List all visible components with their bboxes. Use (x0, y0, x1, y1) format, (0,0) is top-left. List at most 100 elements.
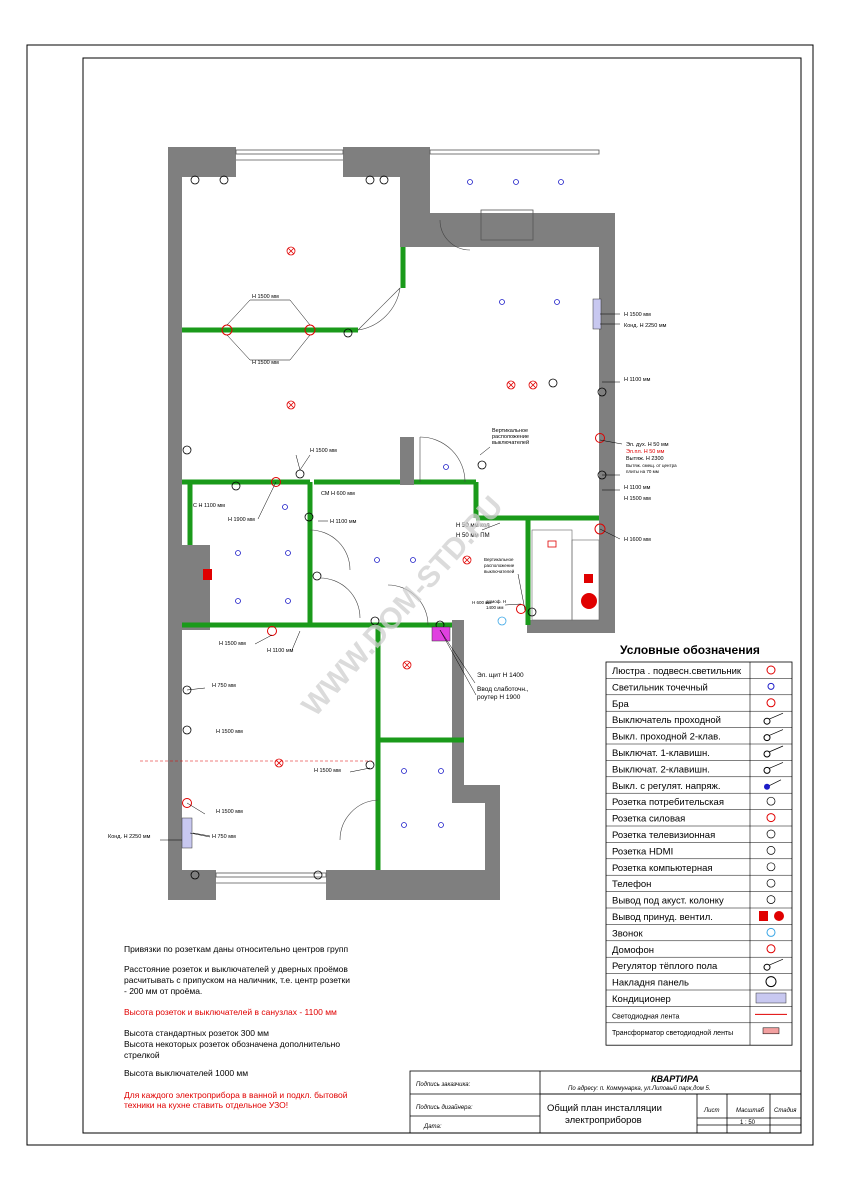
label-h1100-c: С Н 1100 мм (193, 503, 225, 509)
spotlight-icon (410, 557, 416, 563)
legend-symbol-icon (766, 862, 776, 872)
legend-symbol-icon (755, 992, 787, 1004)
legend-symbol-icon (763, 717, 771, 725)
spotlight-icon (401, 768, 407, 774)
stamp-designer: Подпись дизайнера: (416, 1104, 473, 1111)
legend-symbol-icon (766, 846, 776, 855)
spotlight-icon (438, 822, 444, 828)
windows (215, 149, 600, 884)
legend-frame (605, 661, 793, 1046)
outlet-icon (304, 512, 314, 522)
stamp-scale: Масштаб (736, 1108, 765, 1114)
legend-item-label: Кондиционер (612, 994, 671, 1005)
legend-item-label: Люстра . подвесн.светильник (612, 666, 742, 677)
label-h1900: Н 1900 мм (228, 517, 255, 523)
label-cond2250-left: Конд. Н 2250 мм (108, 834, 151, 840)
label-h1500-k2: Н 1500 мм (624, 496, 651, 502)
chandelier-icon (274, 758, 284, 768)
legend-symbol-icon (766, 813, 776, 823)
stamp-stage: Стадия (774, 1108, 797, 1114)
outlet-icon (365, 760, 375, 770)
chandelier-icon (286, 246, 296, 256)
power-socket-icon (271, 477, 281, 487)
switch-lever-icon (768, 712, 784, 720)
legend-item-label: Бра (612, 699, 630, 710)
outlet-icon (182, 445, 192, 455)
spotlight-icon (438, 768, 444, 774)
legend-symbol-icon (774, 911, 784, 921)
legend-symbol-icon (765, 976, 777, 988)
chandelier-icon (286, 400, 296, 410)
legend-symbol-icon (766, 927, 776, 937)
chandelier-icon (528, 380, 538, 390)
note-6a: Для каждого электроприбора в ванной и по… (124, 1090, 348, 1100)
spotlight-icon (401, 822, 407, 828)
label-shchit: Эл. щит Н 1400 (477, 672, 524, 679)
special-symbols (181, 298, 602, 849)
label-cm600: СМ Н 600 мм (321, 491, 355, 497)
legend-item-label: Звонок (612, 928, 643, 939)
note-3: Высота розеток и выключателей в санузлах… (124, 1007, 337, 1017)
plan-labels: Н 1500 мм Н 1500 мм Н 1500 мм Н 1900 мм … (108, 294, 677, 840)
chandelier-icons (274, 246, 538, 768)
spotlight-icon (282, 504, 288, 510)
legend-item-label: Выкл. с регулят. напряж. (612, 781, 720, 792)
bathroom-fixtures (531, 529, 600, 621)
label-duh: Эл. дух. Н 50 мм (626, 442, 669, 448)
spotlight-icon (285, 598, 291, 604)
spotlight-icon (554, 299, 560, 305)
legend-title: Условные обозначения (620, 643, 760, 657)
legend-item-label: Трансформатор светодиодной ленты (612, 1029, 733, 1037)
outlet-icon (597, 387, 607, 397)
label-vytyazhka-3: плиты на 70 мм (626, 469, 659, 474)
electrical-panel-icon (431, 626, 451, 642)
title-block-text: Подпись заказчика: Подпись дизайнера: Да… (416, 1074, 797, 1130)
label-vvod: Ввод слаботочн., (477, 685, 529, 693)
legend-item-label: Розетка телевизионная (612, 830, 715, 841)
ventilation-icon (203, 569, 212, 580)
legend-item-label: Выключат. 2-клавишн. (612, 764, 710, 775)
power-socket-icon (594, 523, 606, 535)
power-socket-icon (182, 798, 192, 808)
label-h50-pm: Н 50 мм ПМ (456, 533, 490, 539)
exterior-walls (168, 147, 615, 900)
label-h1500-b4: Н 1500 мм (314, 768, 341, 774)
notes: Привязки по розеткам даны относительно ц… (124, 944, 350, 1110)
legend-item-label: Выкл. проходной 2-клав. (612, 732, 721, 743)
air-conditioner-icon (181, 817, 193, 849)
switch-lever-icon (768, 762, 784, 769)
label-cond2250-k: Конд. Н 2250 мм (624, 323, 667, 329)
outlet-icon (365, 175, 375, 185)
label-h1500-mid: Н 1500 мм (252, 360, 279, 366)
label-vytyazhka-2: Вытяж. смещ. от центра (626, 463, 677, 468)
outlet-icon (231, 481, 241, 491)
outlet-icon (527, 607, 537, 617)
power-socket-icon (267, 626, 277, 636)
label-h1500-k: Н 1500 мм (624, 312, 651, 318)
label-h1100-k: Н 1100 мм (624, 377, 651, 383)
label-domofon: домоф. Н (486, 599, 506, 604)
label-h1500-b2: Н 1500 мм (219, 641, 246, 647)
legend-symbol-icon (766, 698, 776, 708)
spotlight-icon (499, 299, 505, 305)
chandelier-icon (402, 660, 412, 670)
outlet-icon (548, 378, 558, 388)
floor-plan (168, 147, 615, 900)
doorbell-icon (497, 616, 507, 626)
label-vertical-1: Вертикальное (492, 428, 528, 434)
switch-lever-icon (768, 745, 784, 753)
legend-item-label: Розетка силовая (612, 814, 685, 825)
interior-partitions (182, 247, 599, 870)
legend-symbol-icon (766, 829, 776, 839)
legend-symbol-icon (766, 796, 776, 806)
ventilation-fan-icon (581, 593, 597, 609)
socket-icons (182, 324, 606, 808)
label-h1500-b5: Н 1500 мм (216, 809, 243, 815)
note-5: Высота выключателей 1000 мм (124, 1068, 248, 1078)
legend-item-label: Вывод принуд. вентил. (612, 912, 713, 923)
note-4c: стрелкой (124, 1050, 160, 1060)
legend-symbol-icon (762, 1027, 780, 1035)
label-vert2-3: выключателей (484, 568, 515, 574)
outer-frame (26, 44, 814, 1146)
chandelier-icon (506, 380, 516, 390)
